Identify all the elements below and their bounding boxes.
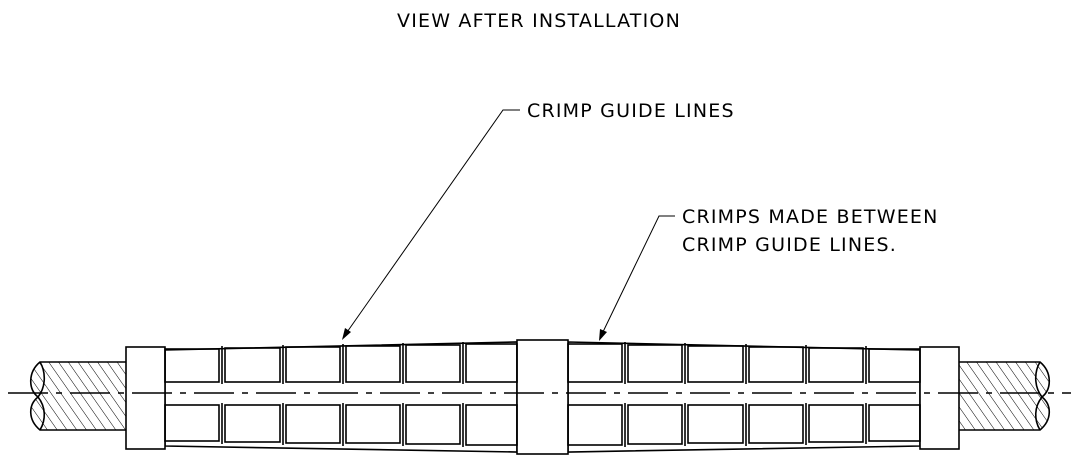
splice-sleeve [125, 339, 960, 455]
upper-crimp-row [164, 343, 921, 383]
left-end-collar [125, 346, 166, 450]
callout-crimp-guide-lines: CRIMP GUIDE LINES [342, 100, 735, 340]
callout-label-line-1: CRIMPS MADE BETWEEN [682, 206, 939, 228]
drawing-title: VIEW AFTER INSTALLATION [397, 10, 681, 32]
callout-label: CRIMP GUIDE LINES [527, 100, 735, 122]
callout-label-line-2: CRIMP GUIDE LINES. [682, 234, 897, 256]
callout-crimps-made-between: CRIMPS MADE BETWEEN CRIMP GUIDE LINES. [599, 206, 939, 341]
right-end-collar [919, 346, 960, 450]
right-cable-end [954, 361, 1051, 431]
left-cable-end [29, 361, 129, 431]
lower-crimp-row [164, 404, 921, 446]
crimp-guide-lines [221, 342, 867, 447]
center-stop [516, 339, 569, 455]
